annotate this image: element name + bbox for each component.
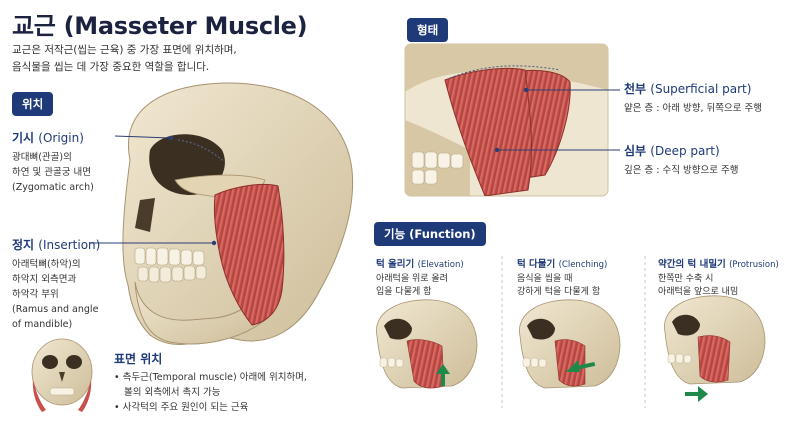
title-korean: 교근 [12,12,56,40]
deep-label: 심부 (Deep part) 깊은 층 : 수직 방향으로 주행 [624,142,738,178]
section-pill-shape: 형태 [407,18,449,42]
function-title-kr: 턱 다물기 [517,259,556,270]
surface-bullets: • 측두근(Temporal muscle) 아래에 위치하며, 볼의 외측에서… [114,370,307,415]
function-line: 아래턱을 앞으로 내밈 [658,287,739,297]
function-title-kr: 약간의 턱 내밀기 [658,259,726,270]
origin-title: 기시 (Origin) [12,129,94,146]
arrow-left-icon [566,360,596,372]
surface-bullet: • 측두근(Temporal muscle) 아래에 위치하며, [114,372,307,383]
arrow-right-icon [685,386,708,402]
function-line: 아래턱을 위로 올려 [376,274,448,284]
deep-desc: 깊은 층 : 수직 방향으로 주행 [624,165,739,176]
insertion-label: 정지 (Insertion) 아래턱뼈(하악)의 하악지 외측면과 하악각 부위… [12,236,100,332]
insertion-title-en: (Insertion) [38,238,101,252]
insertion-title: 정지 (Insertion) [12,236,100,253]
origin-title-kr: 기시 [12,131,35,145]
function-title-en: (Elevation) [417,260,464,270]
function-line: 음식을 씹을 때 [517,274,573,284]
origin-line: 하연 및 관골궁 내면 [12,167,91,178]
intro-line-1: 교근은 저작근(씹는 근육) 중 가장 표면에 위치하며, [12,44,237,56]
insertion-line: 하악지 외측면과 [12,274,77,285]
origin-line: (Zygomatic arch) [12,182,94,193]
function-skull-3 [664,295,766,385]
section-pill-function: 기능 (Function) [374,222,486,246]
surface-bullet: • 사각턱의 주요 원인이 되는 근육 [114,402,249,413]
function-title: 턱 올리기 (Elevation) [376,256,464,270]
surface-skull-illustration [31,338,93,412]
surface-box-title: 표면 위치 [114,352,163,366]
function-line: 강하게 턱을 다물게 함 [517,287,601,297]
insertion-line: (Ramus and angle [12,304,99,315]
function-skull-2 [519,299,621,389]
insertion-title-kr: 정지 [12,238,35,252]
function-item-protrusion: 약간의 턱 내밀기 (Protrusion) 한쪽만 수축 시 아래턱을 앞으로… [658,256,779,299]
function-item-elevation: 턱 올리기 (Elevation) 아래턱을 위로 올려 입을 다물게 함 [376,256,464,299]
function-title-kr: 턱 올리기 [376,259,415,270]
superficial-title-en: (Superficial part) [650,82,752,96]
main-skull-illustration [122,82,354,345]
superficial-label: 천부 (Superficial part) 얕은 층 : 아래 방향, 뒤쪽으로… [624,80,762,116]
function-line: 입을 다물게 함 [376,287,432,297]
superficial-desc: 얕은 층 : 아래 방향, 뒤쪽으로 주행 [624,103,762,114]
function-item-clenching: 턱 다물기 (Clenching) 음식을 씹을 때 강하게 턱을 다물게 함 [517,256,607,299]
shape-closeup-illustration [404,43,609,197]
page-title: 교근 (Masseter Muscle) [12,6,308,41]
insertion-line: 아래턱뼈(하악)의 [12,259,81,270]
origin-title-en: (Origin) [38,131,84,145]
section-pill-position: 위치 [12,92,54,116]
superficial-title: 천부 (Superficial part) [624,80,762,97]
intro-line-2: 음식물을 씹는 데 가장 중요한 역할을 합니다. [12,61,210,73]
superficial-title-kr: 천부 [624,82,647,96]
function-line: 한쪽만 수축 시 [658,274,714,284]
deep-title: 심부 (Deep part) [624,142,738,159]
function-title-en: (Protrusion) [729,260,779,270]
arrow-up-icon [436,364,450,386]
deep-title-en: (Deep part) [650,144,720,158]
origin-label: 기시 (Origin) 광대뼈(관골)의 하연 및 관골궁 내면 (Zygoma… [12,129,94,195]
origin-line: 광대뼈(관골)의 [12,152,72,163]
function-title-en: (Clenching) [558,260,608,270]
surface-bullet-cont: 볼의 외측에서 촉지 가능 [124,387,221,398]
function-skull-1 [376,299,478,389]
deep-title-kr: 심부 [624,144,647,158]
title-english: (Masseter Muscle) [63,12,308,40]
function-title: 약간의 턱 내밀기 (Protrusion) [658,256,779,270]
function-title: 턱 다물기 (Clenching) [517,256,607,270]
insertion-line: 하악각 부위 [12,289,59,300]
insertion-line: of mandible) [12,319,73,330]
